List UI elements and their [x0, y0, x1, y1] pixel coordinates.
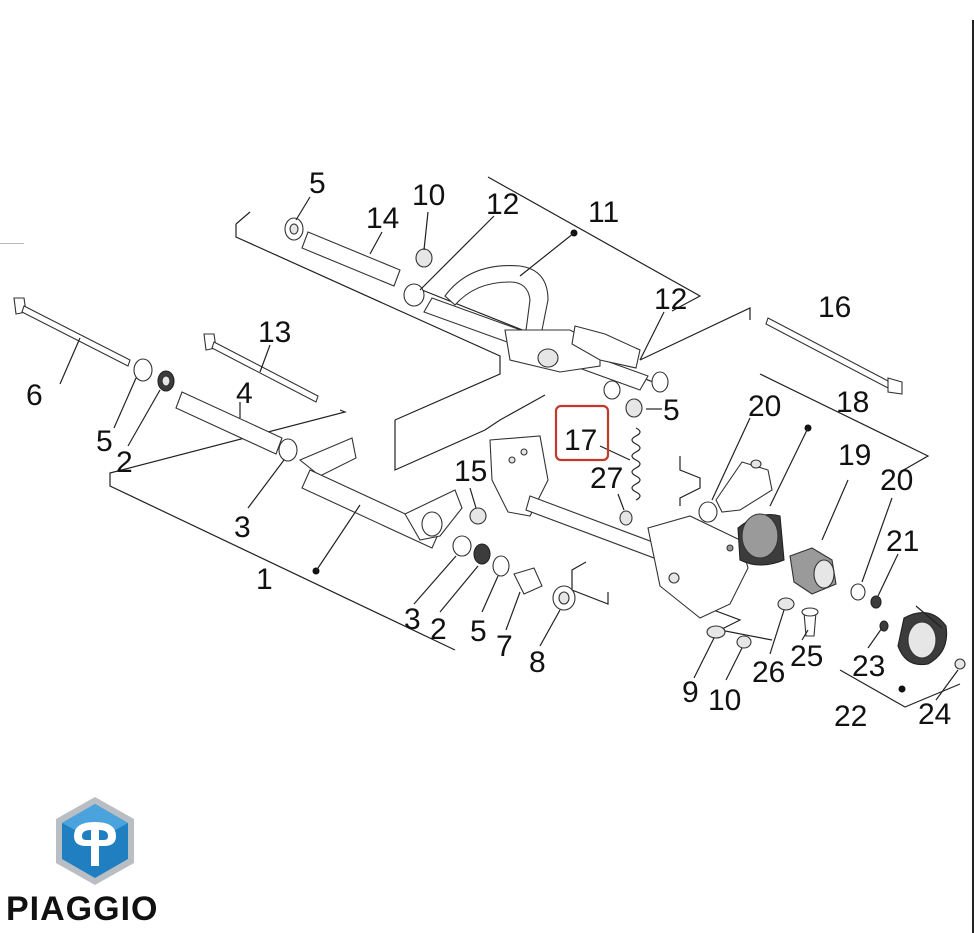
part-4-spacer [175, 391, 283, 455]
callout-23: 23 [852, 650, 885, 683]
callout-19: 19 [838, 439, 871, 472]
callout-16: 16 [818, 291, 851, 324]
part-12-bushing-mid [603, 380, 621, 400]
bracket-1 [109, 409, 456, 651]
damper-assembly [698, 459, 882, 609]
callout-14: 14 [366, 202, 399, 235]
part-15-nut [469, 507, 487, 525]
bracket-16 [639, 307, 751, 361]
upper-small-parts [284, 217, 669, 418]
bolt-16-head [887, 377, 903, 395]
callout-20: 20 [880, 464, 913, 497]
callout-2: 2 [430, 613, 447, 646]
part-27-nut [619, 510, 633, 526]
piaggio-wordmark: PIAGGIO [6, 890, 159, 928]
callout-20: 20 [748, 390, 781, 423]
piaggio-hexagon-logo-icon [56, 797, 134, 885]
part-10-nut-top [415, 248, 433, 268]
part-3-bushing-right [452, 535, 472, 557]
part-5-washer-left [133, 358, 153, 382]
bracket-middle-b [571, 561, 609, 605]
bracket-plate-right [647, 515, 749, 619]
bracket-11-left [235, 224, 501, 421]
callout-24: 24 [918, 698, 951, 731]
callout-18: 18 [836, 386, 869, 419]
part-20-bushing-upper [698, 501, 718, 523]
callout-11: 11 [588, 196, 619, 229]
callout-13: 13 [258, 316, 291, 349]
callout-2: 2 [116, 446, 133, 479]
lower-arm-left-plate [298, 437, 357, 477]
callout-26: 26 [752, 656, 785, 689]
bolt-16 [765, 317, 903, 395]
callout-3: 3 [234, 511, 251, 544]
part-21-ring [870, 595, 882, 609]
part-9-washer [706, 625, 726, 639]
bolt-6 [13, 297, 131, 367]
part-20-bushing-lower [850, 583, 866, 601]
part-24-screw [954, 658, 966, 670]
left-small-parts [133, 358, 298, 462]
callout-7: 7 [496, 630, 513, 663]
clevis-hole [537, 348, 559, 368]
callout-10: 10 [708, 684, 741, 717]
right-border-line [972, 20, 974, 933]
callout-10: 10 [412, 179, 445, 212]
callout-labels: 5 10 14 12 11 12 16 13 6 4 5 2 5 20 18 1… [26, 167, 951, 733]
bracket-plate [489, 435, 549, 517]
leader-lines [59, 196, 959, 701]
callout-5: 5 [309, 167, 326, 200]
engine-bracket [489, 435, 749, 619]
callout-27: 27 [590, 462, 623, 495]
bracket-11-top-left [235, 211, 251, 225]
callout-5: 5 [663, 394, 680, 427]
part-3-bushing-left [278, 438, 298, 462]
callout-17: 17 [564, 424, 597, 457]
part-5-washer-right [625, 398, 643, 418]
part-26-washer [777, 597, 795, 611]
callout-15: 15 [454, 455, 487, 488]
callout-5: 5 [470, 615, 487, 648]
callout-9: 9 [682, 676, 699, 709]
spring-17 [619, 427, 641, 526]
group-dots [312, 229, 906, 693]
highlight-box-17 [554, 404, 610, 462]
lower-fasteners [706, 597, 819, 649]
bracket-11-right [487, 176, 702, 312]
part-7-collar [513, 567, 543, 595]
callout-8: 8 [529, 646, 546, 679]
upper-arm-end [571, 325, 641, 369]
lower-swingarm [298, 437, 487, 549]
callout-22: 22 [834, 700, 867, 733]
callout-1: 1 [256, 563, 273, 596]
end-cover [879, 612, 966, 670]
callout-12: 12 [486, 188, 519, 221]
part-10-nut-lower [736, 635, 752, 649]
part-5-washer-lower [492, 555, 510, 577]
bracket-18-left [679, 456, 701, 506]
part-2-seal-right [473, 543, 491, 565]
bracket-18-top [759, 373, 930, 473]
callout-3: 3 [404, 603, 421, 636]
bracket-middle-a [394, 394, 546, 471]
part-14-spacer [301, 231, 401, 287]
left-edge-mark [0, 243, 24, 244]
callout-4: 4 [236, 377, 253, 410]
damper-bracket-arm [715, 461, 773, 513]
lower-small-parts [452, 535, 576, 611]
bolt-13 [203, 333, 319, 403]
bracket-9-10 [699, 604, 773, 641]
part-12-bushing-top [403, 283, 425, 307]
part-12-bushing-right [651, 371, 669, 393]
lower-arm-tube [301, 469, 441, 549]
callout-6: 6 [26, 379, 43, 412]
callout-21: 21 [886, 525, 919, 558]
callout-25: 25 [790, 640, 823, 673]
callout-5: 5 [96, 425, 113, 458]
upper-swingarm-assembly [421, 265, 659, 391]
callout-12: 12 [654, 283, 687, 316]
spring-coil [631, 427, 641, 501]
